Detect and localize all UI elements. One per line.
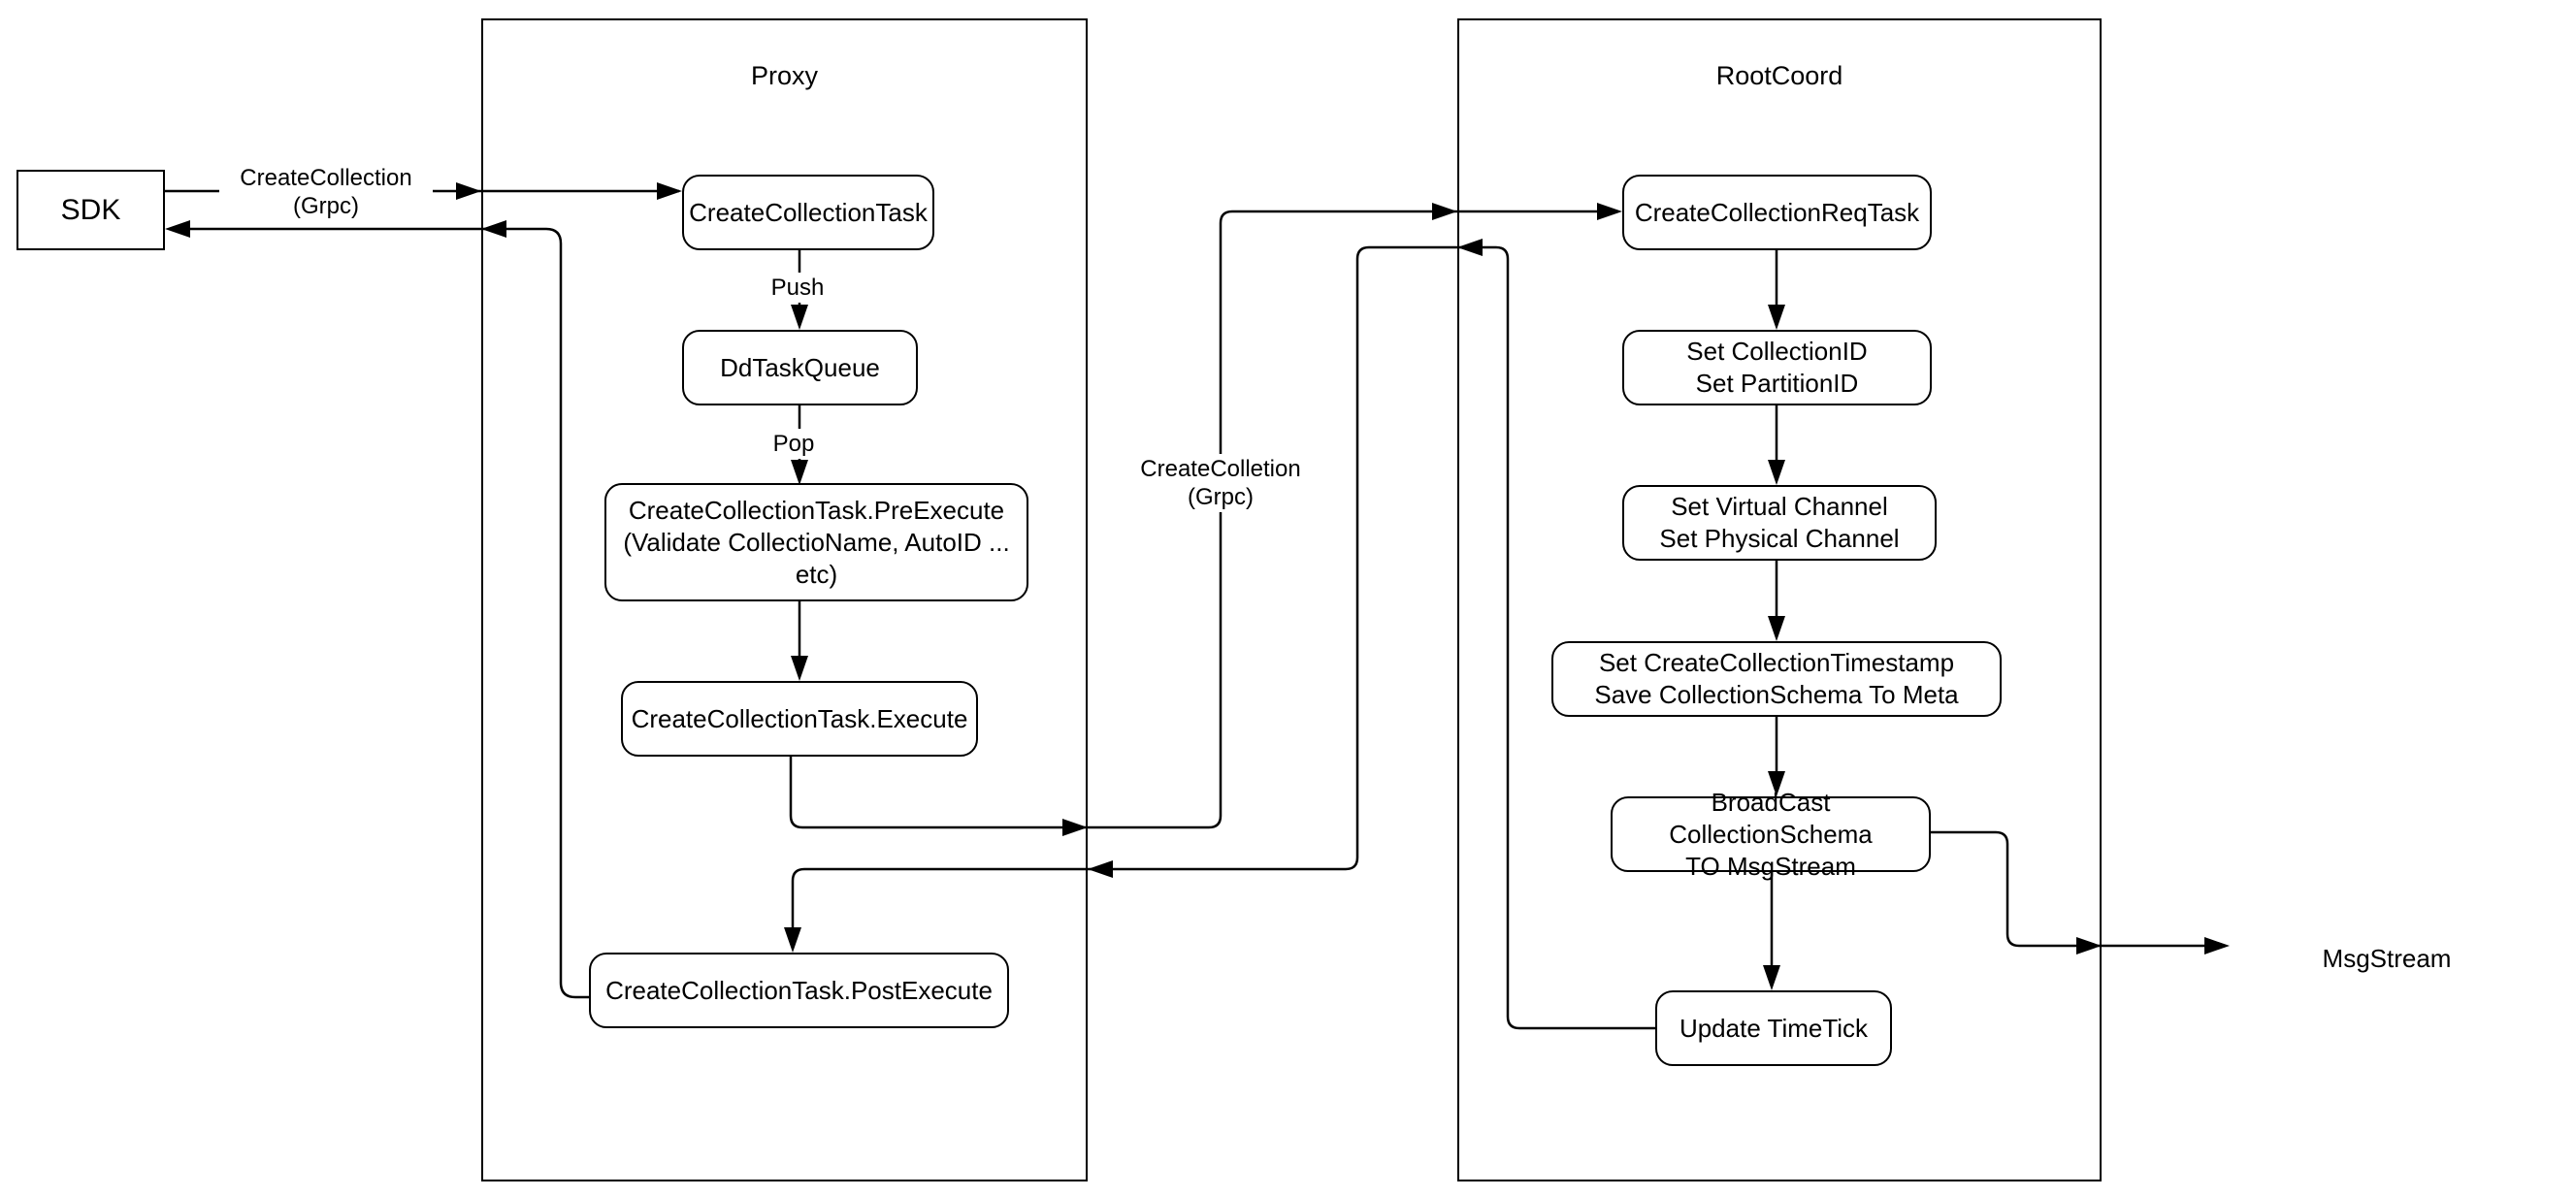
rootcoord-container bbox=[1457, 18, 2102, 1181]
node-broadcast: BroadCast CollectionSchema TO MsgStream bbox=[1611, 788, 1931, 881]
node-update-time-tick: Update TimeTick bbox=[1655, 990, 1892, 1066]
proxy-container bbox=[481, 18, 1088, 1181]
edge-execute-to-reqtask bbox=[789, 210, 1618, 829]
rootcoord-title: RootCoord bbox=[1715, 61, 1843, 90]
node-pre-execute: CreateCollectionTask.PreExecute (Validat… bbox=[604, 483, 1028, 601]
edge-broadcast-to-msgstream bbox=[1931, 830, 2226, 948]
node-create-collection-task: CreateCollectionTask bbox=[682, 175, 934, 250]
arrowheads bbox=[165, 182, 2230, 990]
proxy-title: Proxy bbox=[750, 61, 819, 90]
edge-label-pop: Pop bbox=[747, 429, 840, 459]
msgstream-arrow-shape bbox=[2230, 890, 2561, 1023]
node-post-execute: CreateCollectionTask.PostExecute bbox=[589, 953, 1009, 1028]
node-dd-task-queue: DdTaskQueue bbox=[682, 330, 918, 405]
node-execute: CreateCollectionTask.Execute bbox=[621, 681, 978, 757]
node-set-channels: Set Virtual Channel Set Physical Channel bbox=[1622, 485, 1937, 561]
edge-label-createcollection-grpc: CreateCollection (Grpc) bbox=[219, 163, 433, 221]
node-sdk: SDK bbox=[16, 170, 165, 250]
msgstream-label: MsgStream bbox=[2322, 944, 2452, 973]
node-set-ids: Set CollectionID Set PartitionID bbox=[1622, 330, 1932, 405]
edge-label-createcolletion-grpc: CreateColletion (Grpc) bbox=[1114, 454, 1327, 512]
edge-label-push: Push bbox=[751, 273, 844, 303]
edge-postexecute-to-sdk bbox=[169, 227, 589, 999]
node-req-task: CreateCollectionReqTask bbox=[1622, 175, 1932, 250]
edge-updatetimetick-to-postexecute bbox=[791, 245, 1655, 1030]
node-set-timestamp: Set CreateCollectionTimestamp Save Colle… bbox=[1551, 641, 2002, 717]
